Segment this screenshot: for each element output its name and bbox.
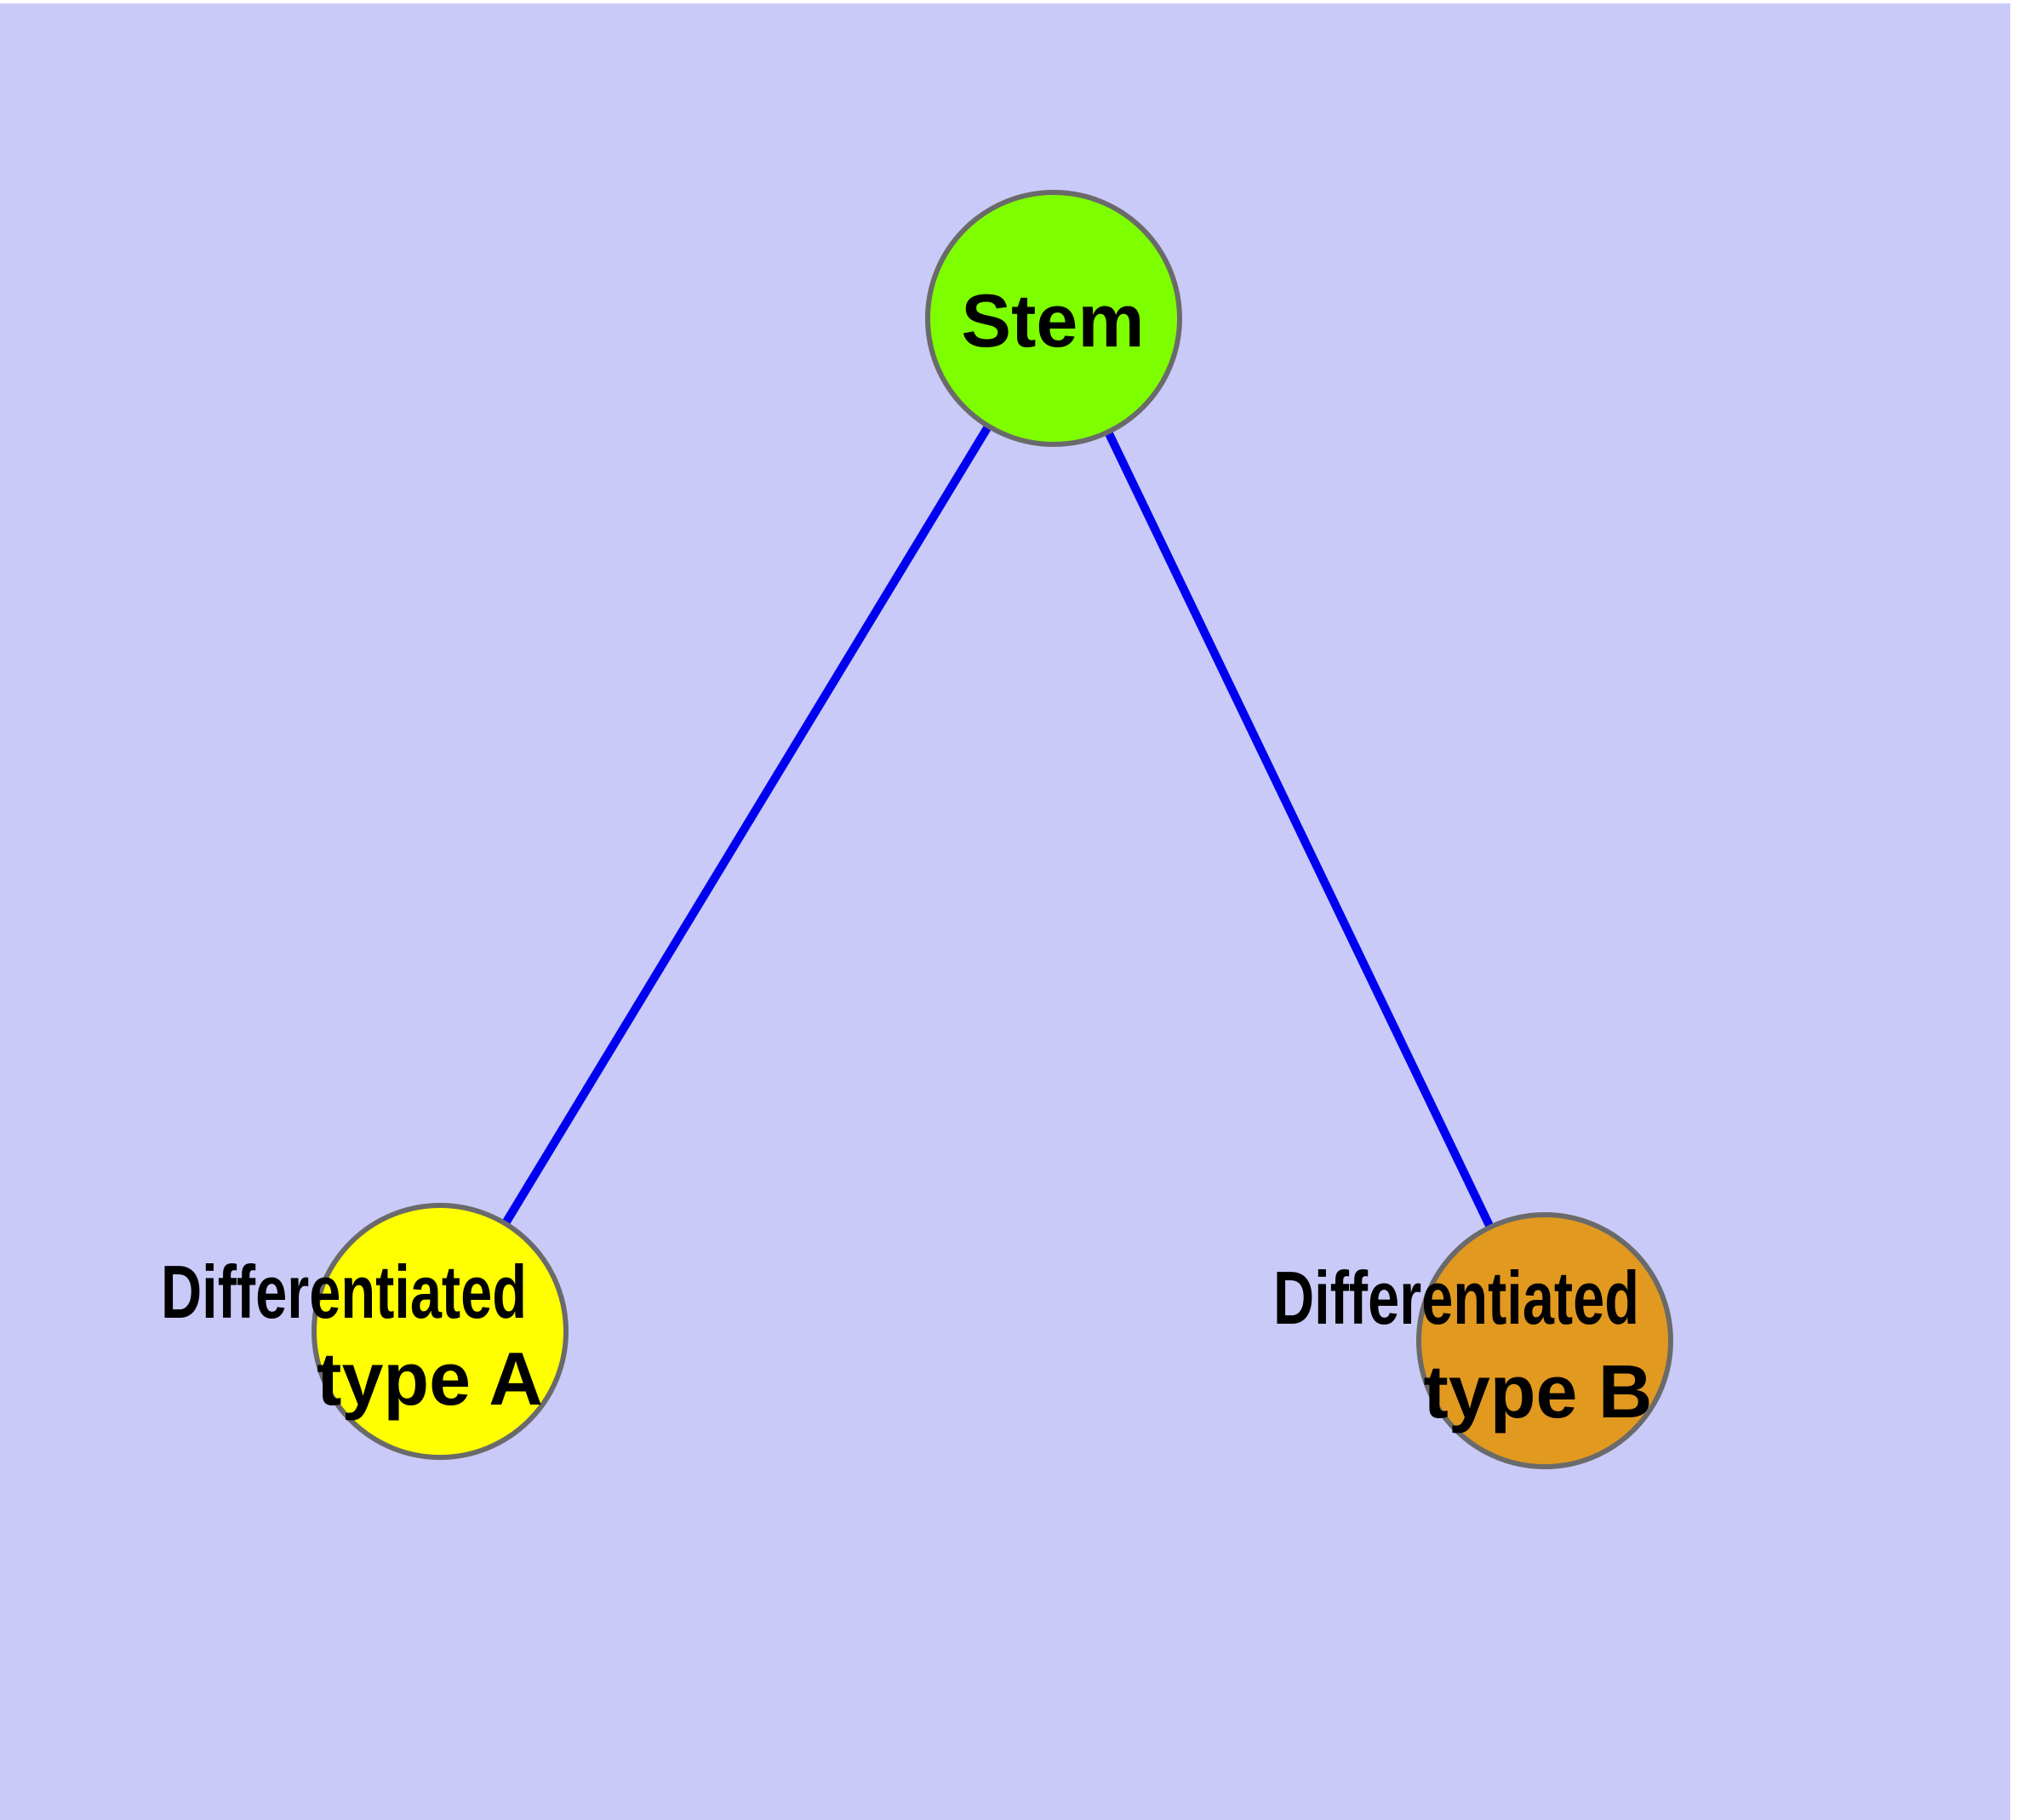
node-type-b-label-line1: Differentiated <box>1273 1256 1639 1340</box>
node-type-a-label-line1: Differentiated <box>161 1250 527 1334</box>
node-stem-label: Stem <box>961 278 1144 363</box>
node-type-a-label-line2: type A <box>317 1336 543 1421</box>
edge-stem-to-type-a[interactable] <box>436 316 1058 1334</box>
node-differentiated-type-a[interactable] <box>311 1203 569 1460</box>
node-stem[interactable] <box>925 190 1182 447</box>
node-type-b-label-line2: type B <box>1424 1349 1653 1434</box>
node-differentiated-type-b[interactable] <box>1416 1212 1673 1469</box>
edge-stem-to-type-b[interactable] <box>1049 316 1549 1343</box>
